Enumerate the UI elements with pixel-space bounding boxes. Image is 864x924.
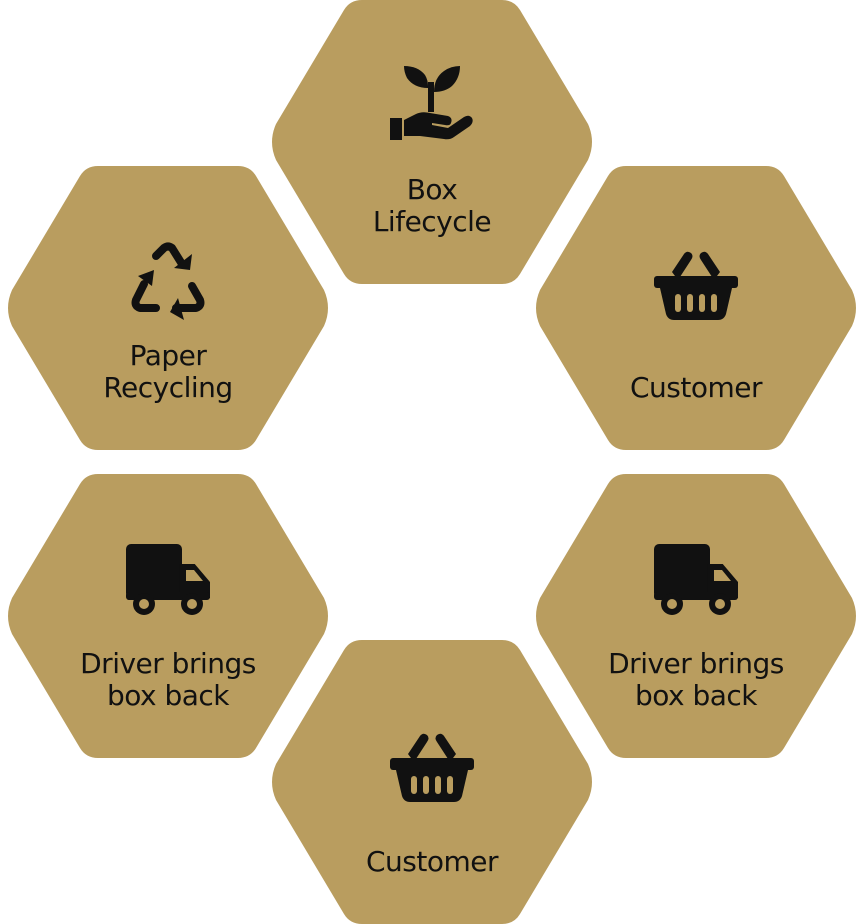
plant-hand-icon (390, 66, 473, 140)
hexagon-label-box-lifecycle: Box Lifecycle (372, 173, 492, 238)
hexagon-paper-recycling (8, 166, 328, 450)
truck-icon (654, 544, 738, 615)
recycle-icon (131, 242, 205, 320)
basket-icon (654, 251, 738, 320)
truck-icon (126, 544, 210, 615)
hexagon-label-customer-bottom: Customer (365, 845, 499, 878)
hexagon-label-customer-top: Customer (629, 371, 763, 404)
hexagon-label-driver-right: Driver brings box back (608, 647, 784, 712)
hexagon-label-paper-recycling: Paper Recycling (103, 339, 233, 404)
hexagon-driver-left (8, 474, 328, 758)
hexagon-label-driver-left: Driver brings box back (80, 647, 256, 712)
hexagon-box-lifecycle (272, 0, 592, 284)
hexagon-driver-right (536, 474, 856, 758)
basket-icon (390, 733, 474, 802)
